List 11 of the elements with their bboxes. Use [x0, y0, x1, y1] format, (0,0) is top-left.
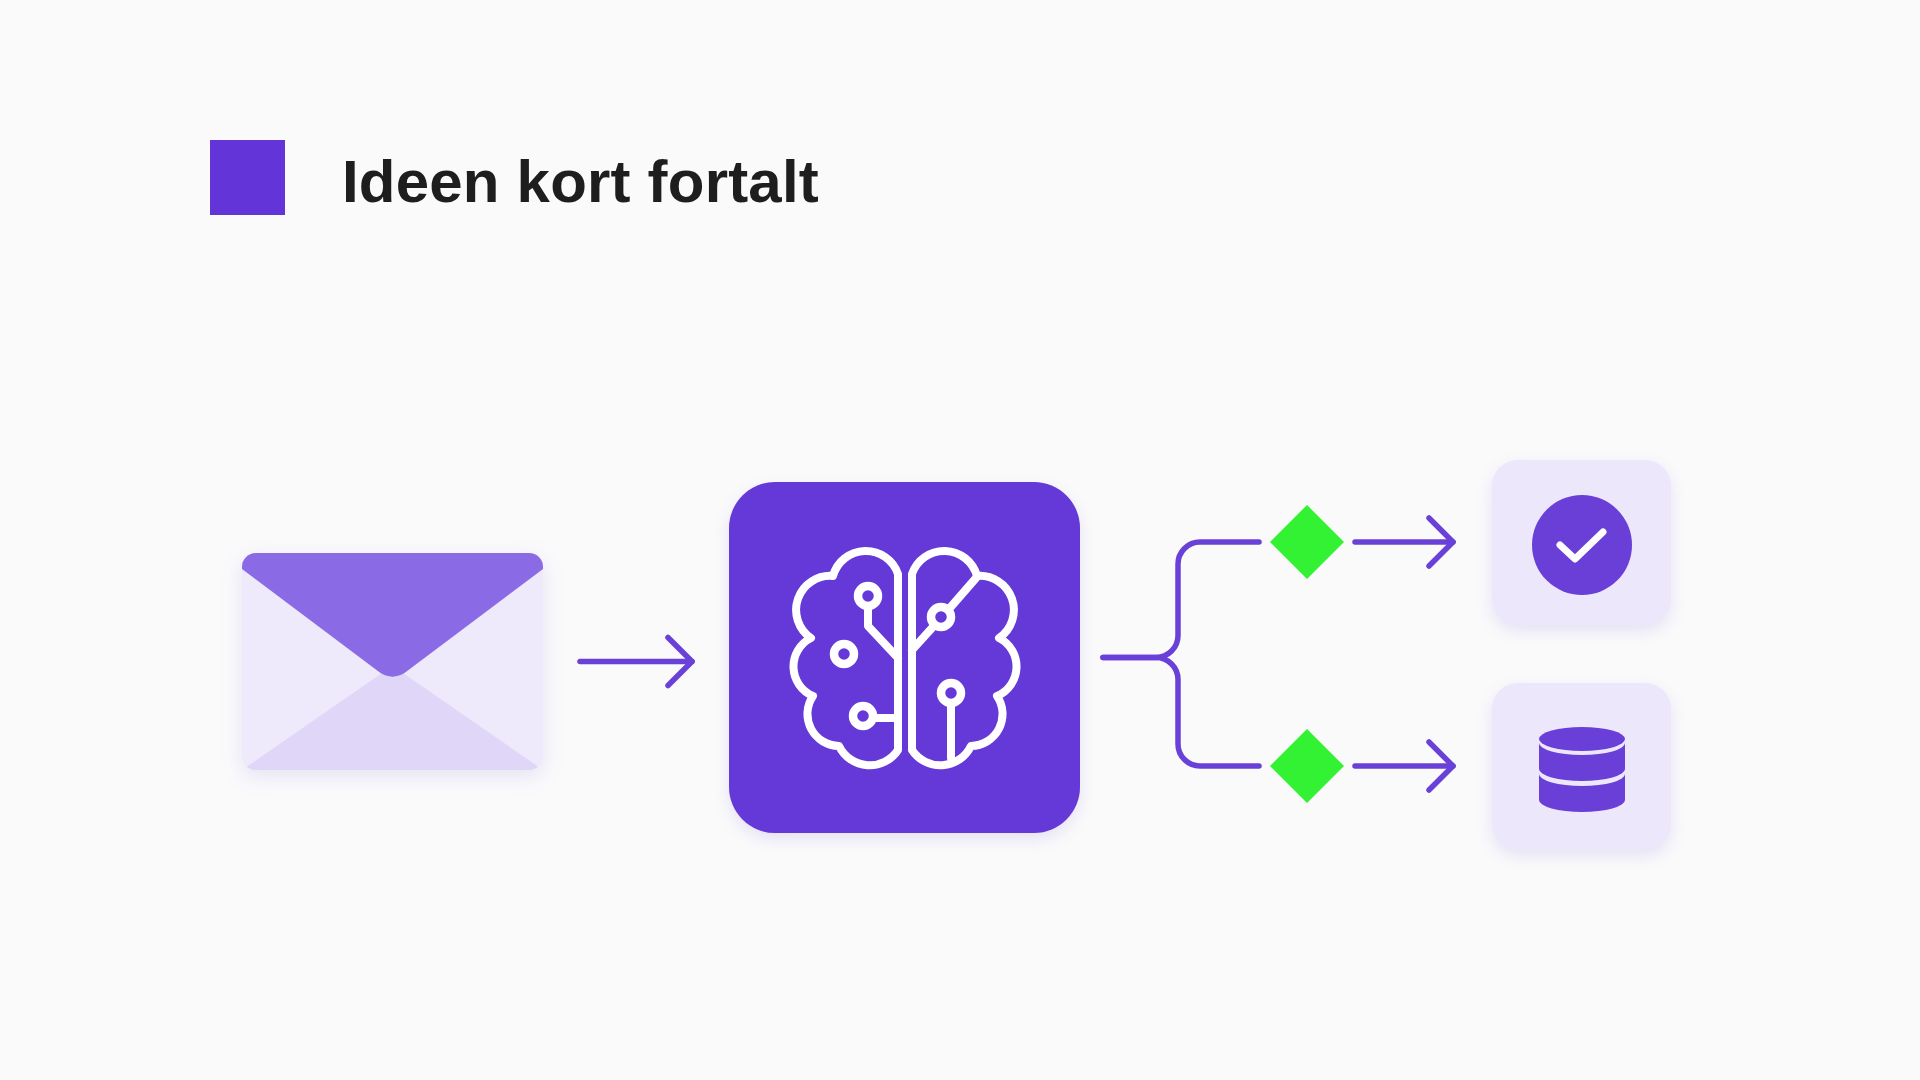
diagram-title: Ideen kort fortalt: [342, 152, 819, 212]
arrow: [1352, 739, 1456, 793]
result-card: [1492, 460, 1671, 625]
decision-diamond: [1270, 505, 1344, 579]
connector-line: [1100, 654, 1262, 769]
arrow: [1352, 515, 1456, 569]
arrow: [577, 634, 695, 689]
process-box: [729, 482, 1080, 833]
decision-diamond: [1270, 729, 1344, 803]
storage-card: [1492, 683, 1671, 850]
envelope-illustration: [242, 553, 543, 770]
